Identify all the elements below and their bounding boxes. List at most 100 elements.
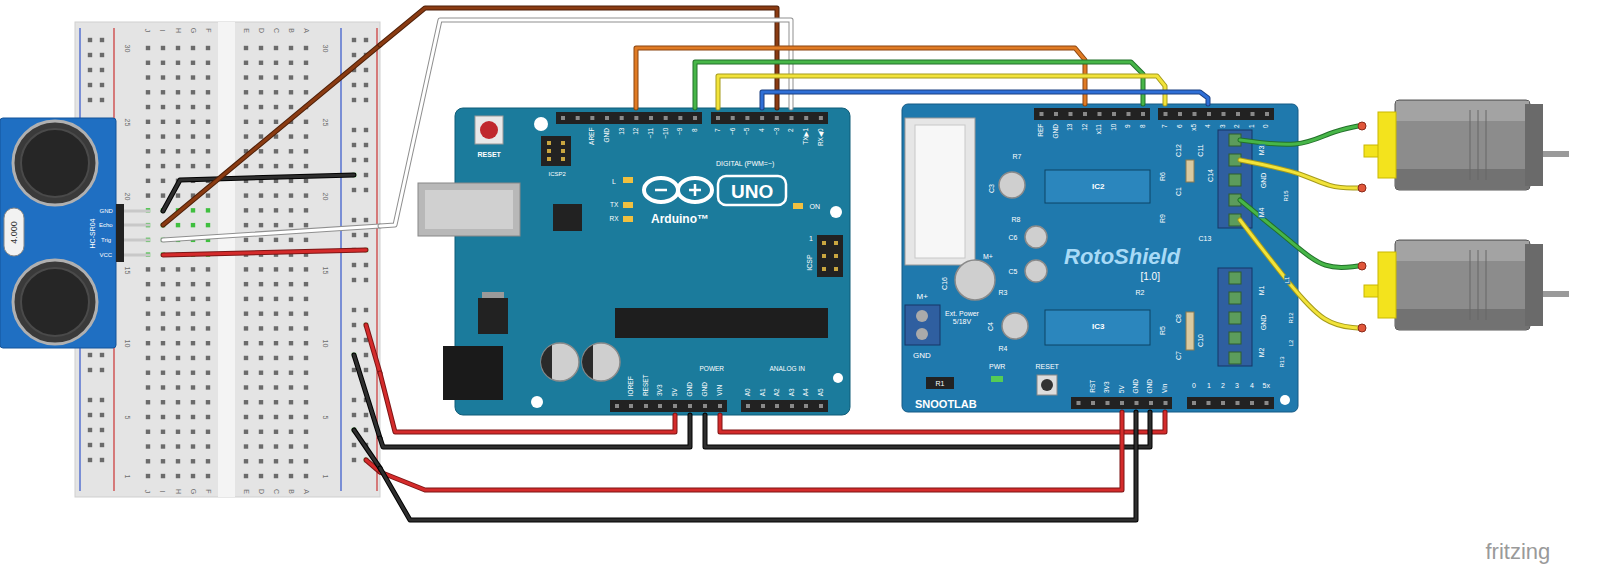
breadboard-hole (244, 238, 248, 242)
breadboard-hole (259, 149, 263, 153)
breadboard-body (75, 22, 380, 497)
header-pin (1207, 112, 1211, 116)
breadboard-hole (191, 267, 195, 271)
mounting-hole (833, 373, 843, 383)
logo-loop (644, 178, 678, 202)
header-pin (649, 116, 653, 120)
breadboard-hole (304, 341, 308, 345)
header-pin (1221, 401, 1225, 405)
board-label: 2 (788, 128, 795, 132)
breadboard-hole (176, 356, 180, 360)
breadboard-hole (244, 400, 248, 404)
breadboard-hole (274, 311, 278, 315)
pin-header (610, 400, 727, 412)
wire-stub (366, 325, 380, 373)
board-label: A1 (760, 388, 767, 396)
board-label: R4 (999, 345, 1008, 352)
header-pin (716, 116, 720, 120)
breadboard-label: A (302, 28, 309, 33)
led (623, 202, 633, 208)
breadboard-hole (161, 400, 165, 404)
breadboard-hole (304, 120, 308, 124)
arduino-board (455, 108, 850, 415)
mounting-hole (830, 206, 842, 218)
header-pin (1265, 112, 1269, 116)
breadboard-hole (100, 53, 104, 57)
header-pin (1054, 112, 1058, 116)
motor-wire-outline (1240, 126, 1358, 144)
board-label: L2 (1288, 339, 1294, 348)
breadboard-hole (259, 46, 263, 50)
screw-terminal (1229, 352, 1241, 364)
breadboard-label: D (258, 488, 265, 493)
breadboard-hole (364, 263, 368, 267)
board-label: C8 (1174, 314, 1181, 323)
board-label: 4 (759, 128, 766, 132)
header-pin (804, 116, 808, 120)
screw (916, 328, 928, 340)
breadboard-label: 15 (124, 266, 131, 274)
breadboard-hole (364, 368, 368, 372)
breadboard-hole (161, 61, 165, 65)
header-pin (745, 116, 749, 120)
board-label: 3 (1220, 124, 1227, 128)
breadboard-holes (88, 38, 368, 478)
board-label: SNOOTLAB (915, 399, 977, 410)
breadboard-hole (146, 120, 150, 124)
sensor-label: GND (100, 208, 113, 214)
breadboard-hole (259, 430, 263, 434)
wire-stub (354, 355, 380, 438)
breadboard-hole (244, 356, 248, 360)
breadboard-hole (244, 326, 248, 330)
wire (720, 412, 1165, 432)
breadboard-hole (352, 53, 356, 57)
breadboard-hole (176, 164, 180, 168)
jumper-wire (163, 175, 354, 211)
breadboard-hole (352, 188, 356, 192)
breadboard-hole (100, 368, 104, 372)
breadboard-hole (161, 282, 165, 286)
breadboard-hole (259, 105, 263, 109)
breadboard-hole (146, 297, 150, 301)
header-pin (1120, 401, 1124, 405)
board-label: R3 (999, 289, 1008, 296)
breadboard-hole (176, 297, 180, 301)
breadboard-hole (364, 173, 368, 177)
breadboard-hole (88, 428, 92, 432)
header-pin (561, 116, 565, 120)
mounting-hole (531, 396, 543, 408)
motor-rib (1478, 110, 1479, 180)
board-label: 2 (1234, 124, 1241, 128)
breadboard-label: 25 (124, 118, 131, 126)
wire-stub-outline (354, 430, 380, 468)
wire-connector (380, 412, 1136, 520)
breadboard-label: G (190, 27, 197, 32)
breadboard-hole (244, 208, 248, 212)
pin-header (556, 112, 702, 124)
board-label: 1 (1207, 382, 1211, 389)
breadboard-hole (176, 149, 180, 153)
board-label: RESET (478, 151, 501, 158)
breadboard-label: J (144, 28, 151, 32)
breadboard-hole (161, 474, 165, 478)
breadboard-label: I (159, 490, 166, 492)
reset-button (1037, 375, 1057, 395)
breadboard-hole (364, 98, 368, 102)
breadboard-hole (274, 105, 278, 109)
breadboard-hole (289, 61, 293, 65)
capacitor (582, 343, 620, 381)
breadboard-hole (146, 356, 150, 360)
breadboard-hole (206, 75, 210, 79)
breadboard-hole (259, 238, 263, 242)
breadboard-hole (244, 90, 248, 94)
breadboard-hole (244, 311, 248, 315)
wire-connector (380, 415, 690, 447)
capacitor (1025, 260, 1047, 282)
breadboard-hole (88, 458, 92, 462)
board-label: C11 (1197, 144, 1204, 156)
jumper-wire-outline (163, 175, 354, 211)
breadboard-hole (206, 164, 210, 168)
capacitor (999, 172, 1025, 198)
breadboard-hole (88, 398, 92, 402)
breadboard-hole (289, 356, 293, 360)
